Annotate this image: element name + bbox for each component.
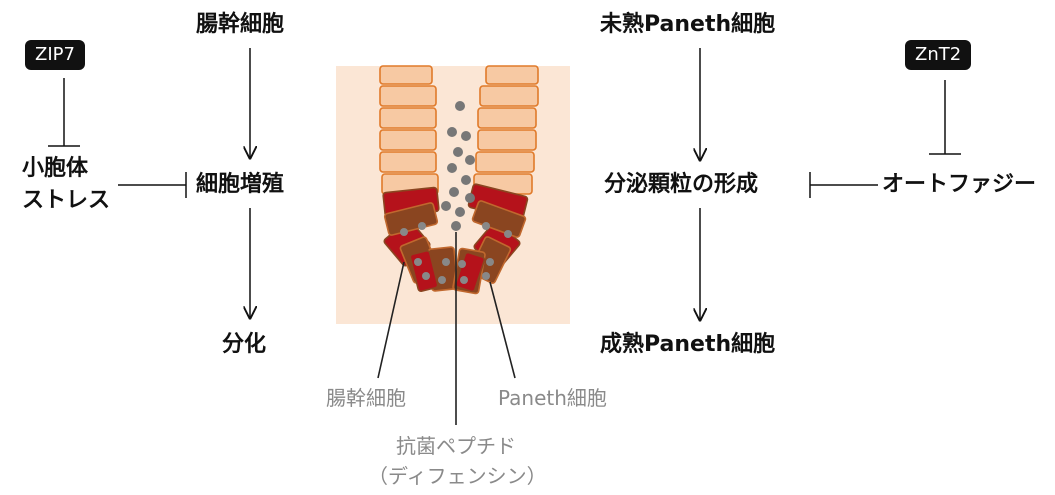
- crypt-stem-cell-label: 腸幹細胞: [326, 386, 406, 410]
- differentiation-label: 分化: [222, 332, 267, 357]
- lumen-granules: [441, 101, 475, 231]
- proliferation-label: 細胞増殖: [196, 172, 285, 197]
- mature-paneth-label: 成熟Paneth細胞: [600, 332, 776, 357]
- left-epithelial-column: [379, 65, 439, 195]
- cell-granules: [400, 222, 512, 284]
- autophagy-label: オートファジー: [882, 172, 1037, 197]
- immature-paneth-label: 未熟Paneth細胞: [600, 12, 776, 37]
- crypt-paneth-cell-label: Paneth細胞: [498, 386, 607, 410]
- callout-stem-cell: [377, 261, 405, 379]
- zip7-badge: ZIP7: [25, 40, 85, 70]
- crypt-illustration: [336, 65, 570, 324]
- peptide-label-line2: （ディフェンシン）: [368, 464, 547, 488]
- stem-cell-label: 腸幹細胞: [196, 12, 285, 37]
- peptide-label-line1: 抗菌ペプチド: [396, 434, 516, 458]
- granule-formation-label: 分泌顆粒の形成: [604, 172, 759, 197]
- right-epithelial-column: [473, 65, 539, 195]
- callout-paneth-cell: [489, 281, 516, 379]
- znt2-badge: ZnT2: [905, 40, 972, 70]
- stress-label-line2: ストレス: [22, 188, 111, 213]
- stress-label-line1: 小胞体: [22, 156, 89, 181]
